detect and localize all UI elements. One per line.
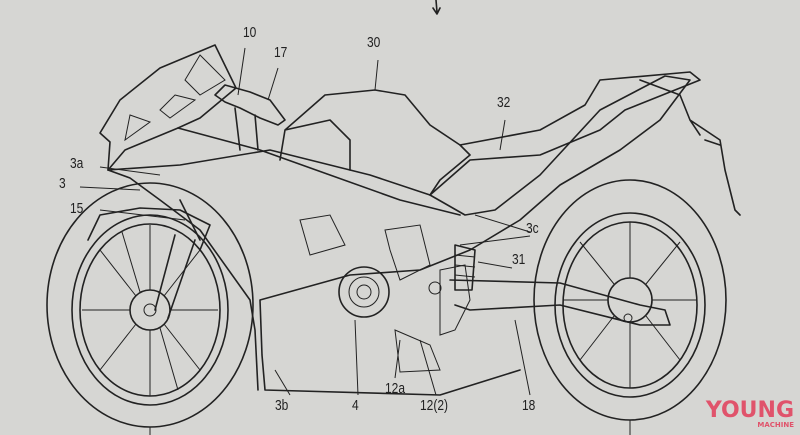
swingarm	[449, 279, 671, 326]
handlebar	[214, 84, 286, 151]
side-fairing	[107, 75, 691, 396]
ref-label-3a: 3a	[70, 155, 84, 172]
leader-lines	[79, 47, 531, 396]
ref-label-3c: 3c	[526, 220, 539, 237]
ref-label-17: 17	[274, 44, 288, 61]
ref-label-30: 30	[367, 34, 381, 51]
ref-label-15: 15	[70, 200, 84, 217]
ref-label-18: 18	[522, 397, 536, 414]
watermark-sub: MACHINE	[757, 421, 794, 429]
front-fender	[87, 207, 211, 251]
ref-label-10: 10	[243, 24, 257, 41]
ref-label-12-2: 12(2)	[420, 397, 449, 414]
seat	[429, 71, 701, 196]
ref-label-31: 31	[512, 251, 526, 268]
front-wheel	[46, 182, 254, 435]
front-fork	[154, 199, 201, 319]
watermark-brand: YOUNG	[705, 398, 794, 423]
ref-label-4: 4	[352, 397, 359, 414]
front-fairing	[99, 44, 237, 171]
ref-label-3b: 3b	[275, 397, 289, 414]
engine	[299, 214, 471, 373]
tail	[639, 79, 741, 216]
ref-label-32: 32	[497, 94, 511, 111]
ref-label-12a: 12a	[385, 380, 406, 397]
ref-label-3: 3	[59, 175, 66, 192]
rear-wheel	[533, 179, 727, 435]
young-machine-watermark: YOUNG MACHINE	[705, 398, 794, 430]
view-arrow	[432, 0, 441, 15]
fuel-tank	[279, 89, 471, 196]
